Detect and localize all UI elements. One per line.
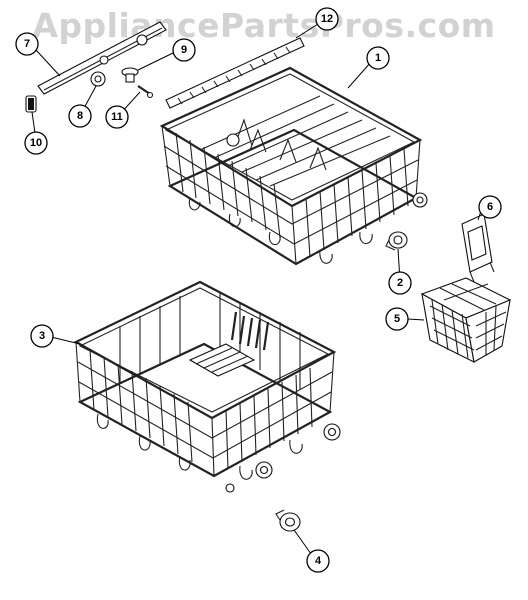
- part-1-upper-rack[interactable]: [159, 66, 428, 266]
- callout-9[interactable]: 9: [172, 38, 196, 62]
- callout-11[interactable]: 11: [105, 105, 129, 129]
- callout-8-label: 8: [77, 110, 83, 122]
- callout-1[interactable]: 1: [366, 46, 390, 70]
- part-3-lower-rack[interactable]: [73, 280, 341, 493]
- part-12-tine-row[interactable]: [165, 37, 305, 109]
- callout-6[interactable]: 6: [478, 195, 502, 219]
- callout-3-label: 3: [39, 330, 45, 342]
- callout-10-label: 10: [30, 137, 42, 149]
- part-10-end-cap[interactable]: [25, 95, 37, 113]
- callout-12[interactable]: 12: [315, 7, 339, 31]
- callout-7-label: 7: [24, 38, 30, 50]
- callout-6-label: 6: [487, 201, 493, 213]
- part-11-pin[interactable]: [137, 85, 154, 99]
- part-7-rack-rail[interactable]: [37, 21, 167, 95]
- callout-11-label: 11: [111, 111, 123, 123]
- callout-10[interactable]: 10: [24, 131, 48, 155]
- watermark-text: AppliancePartsPros.com: [32, 6, 496, 45]
- callout-2-label: 2: [397, 277, 403, 289]
- part-9-stop-clip[interactable]: [121, 67, 139, 83]
- part-2-rack-wheel[interactable]: [385, 231, 408, 251]
- callout-7[interactable]: 7: [15, 32, 39, 56]
- callout-1-label: 1: [375, 52, 381, 64]
- callout-8[interactable]: 8: [68, 104, 92, 128]
- callout-3[interactable]: 3: [30, 324, 54, 348]
- callout-4[interactable]: 4: [306, 549, 330, 573]
- leader-lines: [31, 23, 482, 559]
- callout-9-label: 9: [181, 44, 187, 56]
- part-8-rail-roller[interactable]: [90, 71, 106, 87]
- part-4-lower-wheel[interactable]: [275, 509, 301, 532]
- part-5-silverware-basket[interactable]: [420, 277, 512, 363]
- callout-5-label: 5: [394, 313, 400, 325]
- callout-2[interactable]: 2: [388, 271, 412, 295]
- callout-4-label: 4: [315, 555, 322, 567]
- part-6-basket-lid[interactable]: [461, 213, 495, 283]
- callout-5[interactable]: 5: [385, 307, 409, 331]
- callout-12-label: 12: [321, 13, 333, 25]
